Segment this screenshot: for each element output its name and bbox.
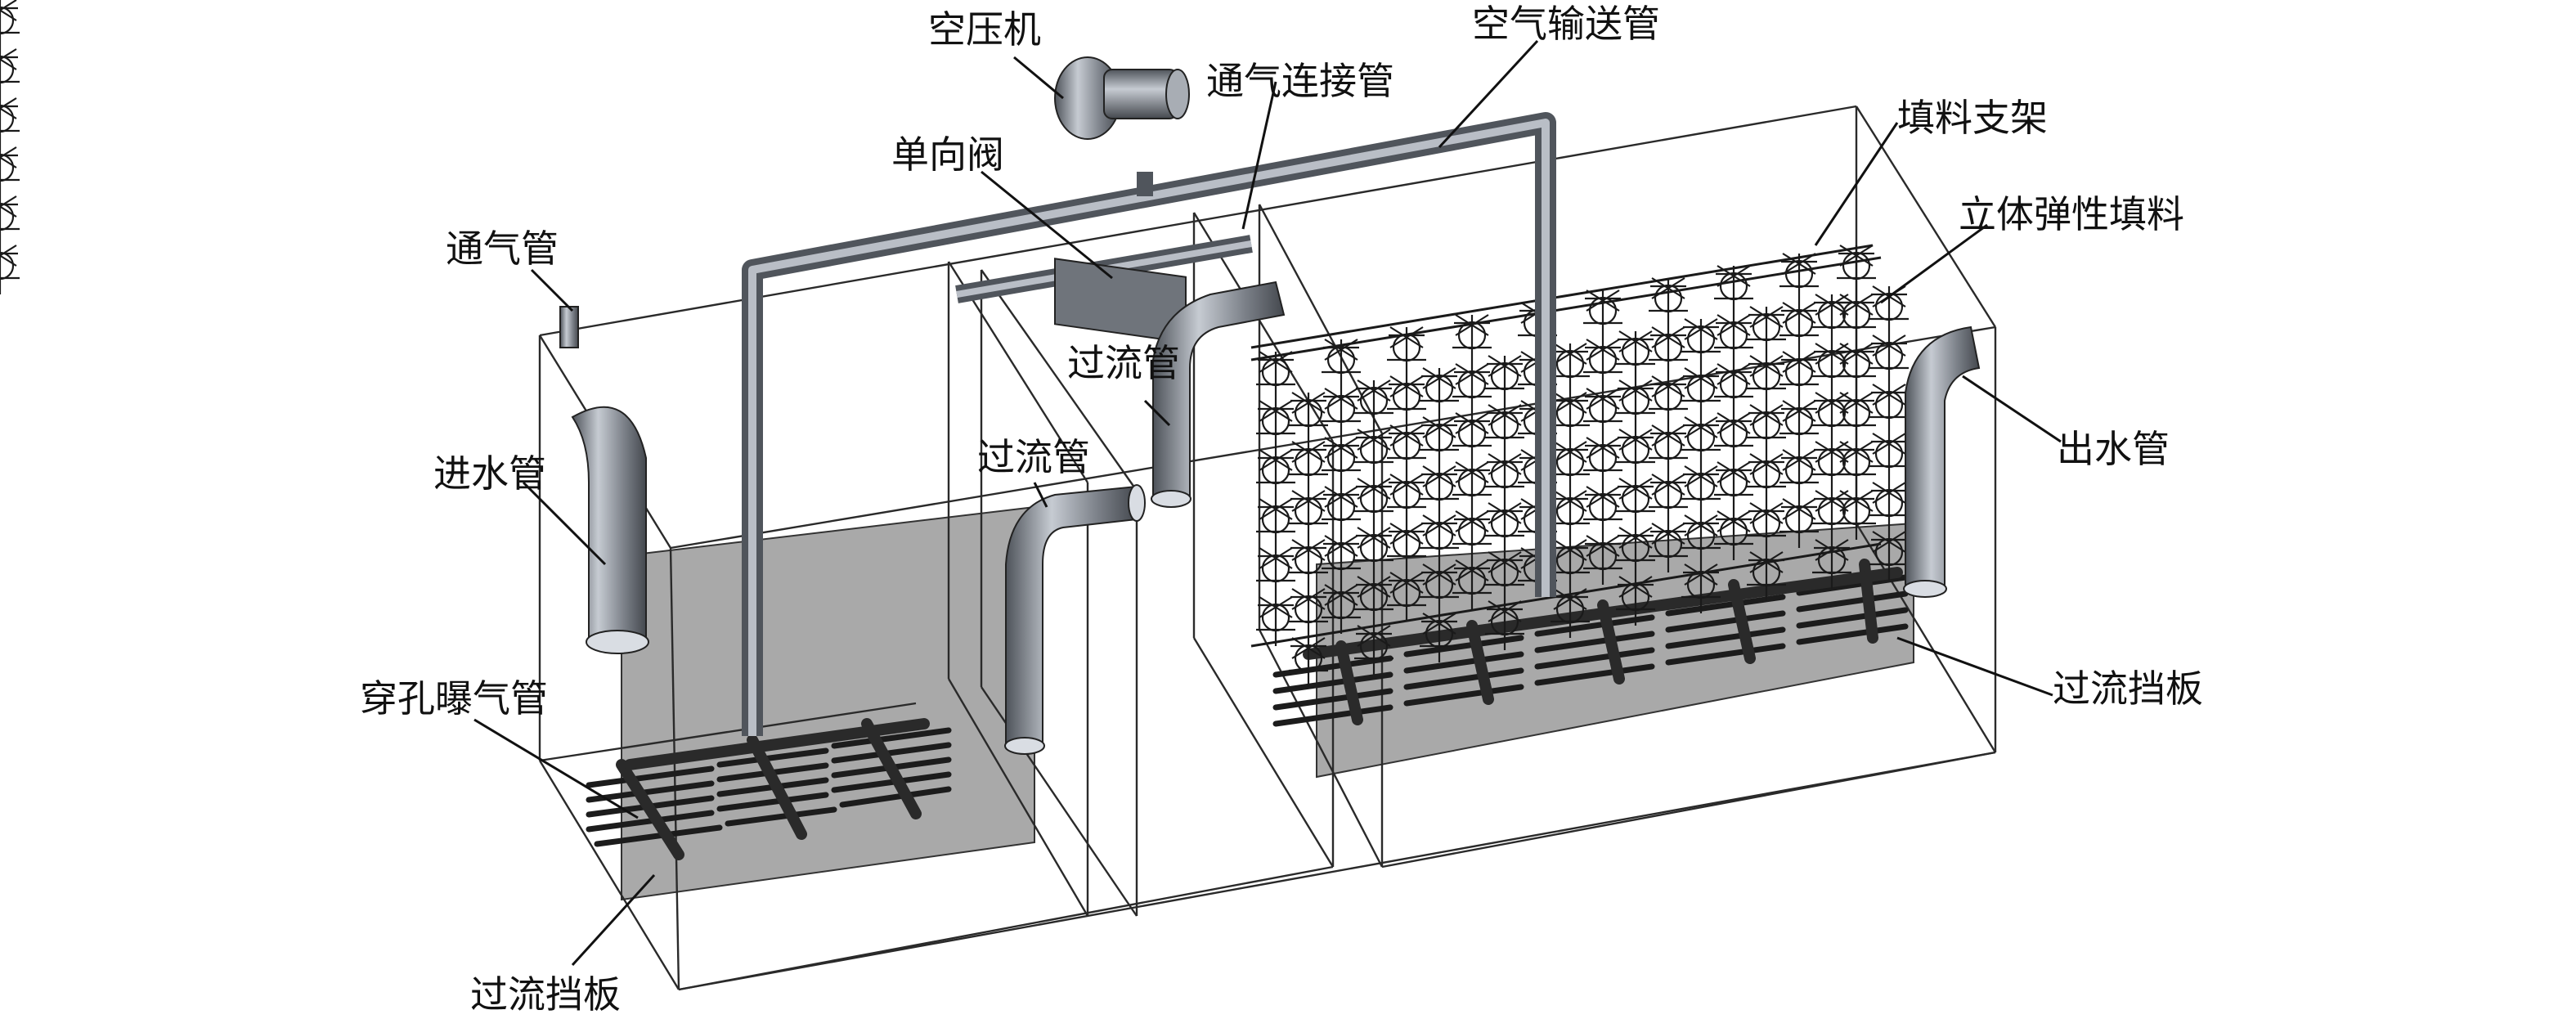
labels: 空压机 空气输送管 通气连接管 单向阀 填料支架 通气管 立体弹性填料 过流管 … (360, 2, 2203, 1017)
overflow-pipe-lower-shape (1005, 485, 1138, 745)
label-elastic-packing: 立体弹性填料 (1959, 192, 2184, 236)
air-compressor (1054, 56, 1190, 343)
label-baffle-left: 过流挡板 (470, 972, 621, 1017)
label-vent-pipe: 通气管 (446, 227, 559, 271)
label-compressor: 空压机 (928, 7, 1041, 52)
label-air-delivery-pipe: 空气输送管 (1472, 2, 1660, 46)
label-check-valve: 单向阀 (891, 132, 1004, 177)
vent-pipe-shape (559, 306, 579, 348)
baffle-panels (621, 505, 1914, 901)
label-air-connection-pipe: 通气连接管 (1206, 59, 1394, 103)
tank-wireframe (538, 105, 1997, 991)
label-outlet-pipe: 出水管 (2057, 427, 2170, 471)
label-baffle-right: 过流挡板 (2053, 667, 2203, 711)
elastic-packing (0, 0, 1910, 689)
label-overflow-pipe-lower: 过流管 (977, 435, 1090, 479)
label-inlet-pipe: 进水管 (433, 451, 546, 496)
inlet-pipe-shape (571, 406, 647, 648)
outlet-pipe-shape (1905, 325, 1981, 590)
leader-lines (473, 39, 2062, 967)
label-packing-support: 填料支架 (1897, 96, 2048, 140)
aeration-grid-left (586, 718, 952, 860)
label-overflow-pipe-upper: 过流管 (1067, 341, 1180, 385)
aeration-grid-right (1272, 559, 1909, 727)
baffle-panel-left (621, 505, 1035, 901)
water-pipes (571, 281, 1981, 755)
label-perforated-aeration-pipe: 穿孔曝气管 (360, 676, 548, 720)
overflow-pipe-upper-shape (1152, 281, 1286, 500)
